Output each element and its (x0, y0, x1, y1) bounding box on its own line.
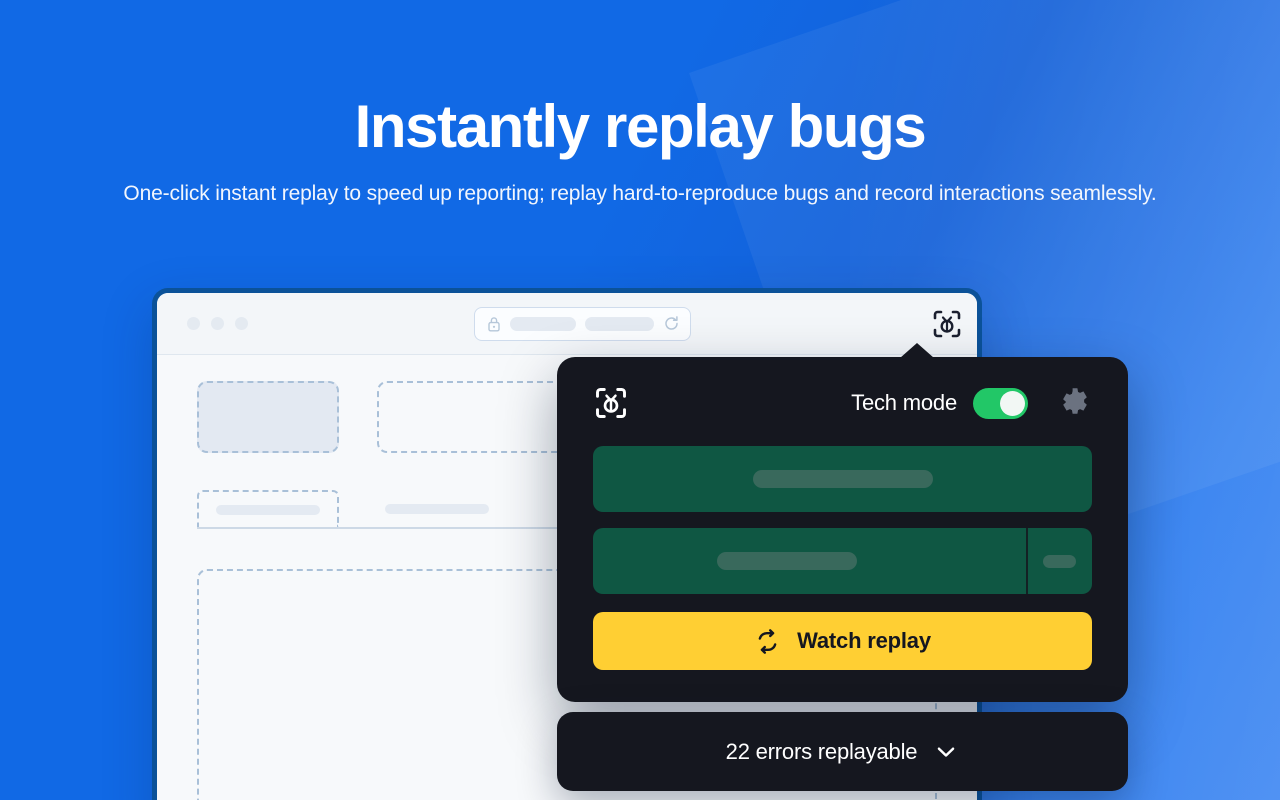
popup-pointer-arrow (900, 343, 934, 358)
window-controls (187, 317, 248, 330)
lock-icon (487, 316, 501, 332)
bug-scan-icon (931, 308, 963, 340)
skeleton-pill-small (1043, 555, 1076, 568)
tech-mode-label: Tech mode (851, 390, 957, 415)
skeleton-pill (752, 470, 933, 488)
window-dot-minimize[interactable] (211, 317, 224, 330)
window-dot-close[interactable] (187, 317, 200, 330)
browser-chrome (157, 293, 977, 355)
address-skeleton-domain (509, 316, 576, 331)
extension-toolbar-button[interactable] (931, 308, 963, 340)
window-dot-maximize[interactable] (235, 317, 248, 330)
popup-header: Tech mode (593, 381, 1092, 425)
watch-replay-button[interactable]: Watch replay (593, 612, 1092, 670)
wireframe-tab-inactive[interactable] (385, 490, 489, 527)
wireframe-tab-label-skeleton-2 (385, 503, 489, 514)
wireframe-block-filled (197, 381, 339, 453)
address-bar[interactable] (473, 306, 692, 341)
loop-repeat-icon (754, 628, 781, 655)
popup-logo-icon (593, 385, 629, 421)
watch-replay-label: Watch replay (797, 628, 931, 653)
wireframe-tab-label-skeleton (216, 504, 320, 515)
address-skeleton-path (584, 316, 655, 331)
gear-icon[interactable] (1058, 386, 1092, 420)
chevron-down-icon[interactable] (933, 739, 959, 765)
wireframe-tab-active[interactable] (197, 490, 339, 527)
page-subtitle: One-click instant replay to speed up rep… (123, 182, 1157, 205)
skeleton-row-divider (1026, 528, 1028, 594)
skeleton-pill (716, 552, 857, 570)
errors-replayable-bar[interactable]: 22 errors replayable (557, 712, 1128, 791)
page-title: Instantly replay bugs (354, 93, 927, 160)
tech-mode-toggle-knob (1000, 390, 1025, 416)
skeleton-row[interactable] (593, 446, 1092, 512)
errors-replayable-label: 22 errors replayable (725, 738, 918, 764)
reload-icon[interactable] (663, 315, 680, 332)
extension-popup-panel: Tech mode Watch replay (557, 343, 1128, 702)
tech-mode-toggle[interactable] (973, 387, 1028, 419)
hero-section: Instantly replay bugs One-click instant … (0, 0, 1280, 211)
skeleton-row[interactable] (593, 528, 1092, 594)
